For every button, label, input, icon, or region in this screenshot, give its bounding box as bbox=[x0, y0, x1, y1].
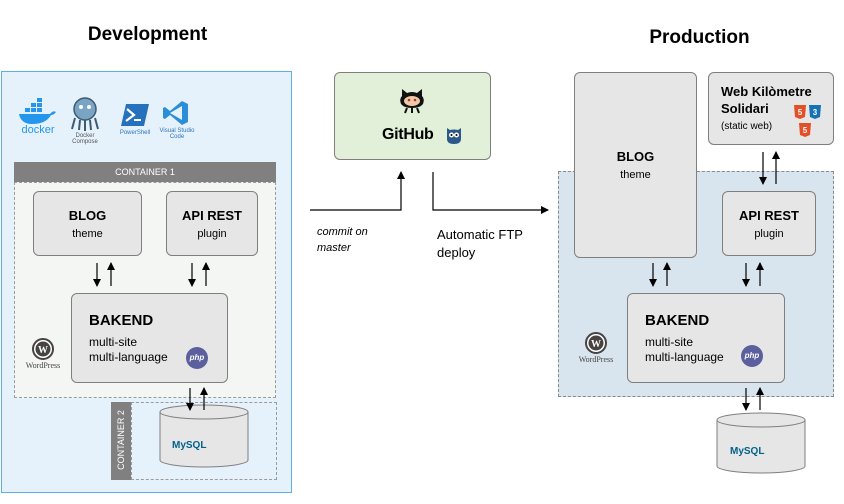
html5-icon: 5 bbox=[794, 105, 806, 119]
commit-arrow bbox=[310, 171, 405, 211]
dev-mysql-logo: MySQL bbox=[172, 440, 207, 451]
powershell-label: PowerShell bbox=[119, 130, 151, 136]
html5-small-icon: 5 bbox=[799, 123, 811, 137]
powershell-icon bbox=[121, 104, 149, 126]
dev-mysql-database bbox=[159, 404, 249, 468]
container-2-label: CONTAINER 2 bbox=[116, 410, 126, 470]
svg-text:5: 5 bbox=[803, 126, 808, 135]
vscode-icon bbox=[163, 100, 189, 126]
dev-api-sub: plugin bbox=[197, 228, 227, 240]
deploy-arrow bbox=[432, 172, 549, 214]
dev-wordpress-icon: W bbox=[32, 338, 54, 360]
prod-blog-sub: theme bbox=[620, 169, 651, 181]
development-title: Development bbox=[87, 24, 208, 45]
css3-icon: 3 bbox=[809, 105, 821, 119]
svg-text:W: W bbox=[38, 345, 48, 356]
prod-wordpress-label: WordPress bbox=[578, 355, 614, 364]
dev-api-title: API REST bbox=[182, 208, 242, 223]
prod-blog-box: BLOG theme bbox=[574, 72, 697, 258]
prod-web-title-1: Web Kilòmetre bbox=[721, 84, 812, 99]
github-owl-icon bbox=[446, 127, 462, 145]
prod-api-sub: plugin bbox=[754, 228, 784, 240]
octocat-icon bbox=[398, 86, 426, 114]
production-title: Production bbox=[649, 27, 750, 48]
prod-web-title-2: Solidari bbox=[721, 101, 769, 116]
prod-php-icon: php bbox=[741, 345, 763, 367]
docker-compose-icon bbox=[69, 96, 101, 132]
dev-api-box: API REST plugin bbox=[166, 191, 258, 256]
github-label: GitHub bbox=[382, 126, 434, 143]
dev-blog-sub: theme bbox=[72, 228, 103, 240]
dev-blog-title: BLOG bbox=[68, 208, 107, 223]
docker-icon bbox=[16, 98, 58, 138]
container-2-header bbox=[111, 402, 131, 480]
prod-backend-title: BAKEND bbox=[645, 312, 710, 329]
svg-text:W: W bbox=[591, 339, 601, 350]
prod-api-box: API REST plugin bbox=[722, 191, 816, 256]
svg-text:3: 3 bbox=[813, 108, 818, 117]
prod-mysql-database bbox=[716, 412, 806, 474]
prod-wordpress-icon: W bbox=[585, 332, 607, 354]
docker-label: docker bbox=[21, 124, 55, 136]
dev-wordpress-label: WordPress bbox=[25, 361, 61, 370]
dev-blog-box: BLOG theme bbox=[33, 191, 142, 256]
prod-mysql-logo: MySQL bbox=[730, 446, 765, 457]
prod-api-title: API REST bbox=[739, 208, 799, 223]
prod-blog-title: BLOG bbox=[616, 149, 655, 164]
prod-web-sub: (static web) bbox=[721, 121, 773, 132]
container-1-header: CONTAINER 1 bbox=[14, 162, 276, 182]
dev-backend-title: BAKEND bbox=[89, 312, 154, 329]
dev-php-icon: php bbox=[186, 347, 208, 369]
github-box bbox=[334, 72, 491, 160]
svg-text:5: 5 bbox=[798, 108, 803, 117]
